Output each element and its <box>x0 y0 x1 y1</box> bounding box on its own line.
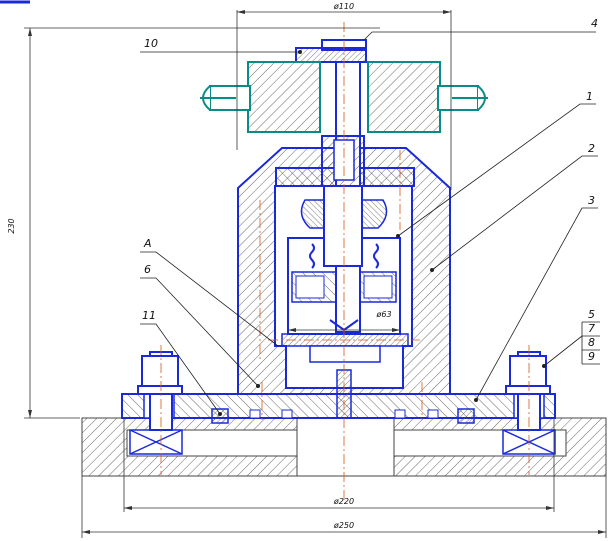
callout-8: 8 <box>588 336 595 349</box>
dim-bore-diameter-text: ø63 <box>375 310 391 319</box>
callout-10: 10 <box>144 37 158 50</box>
callout-9: 9 <box>588 350 595 363</box>
dim-height-text: 230 <box>7 218 16 233</box>
callout-4: 4 <box>591 17 598 30</box>
callout-6: 6 <box>144 263 151 276</box>
dim-bolt-circle-text: ø220 <box>333 497 354 506</box>
callout-11: 11 <box>142 309 156 322</box>
center-screw <box>295 39 367 419</box>
dim-top-diameter-text: ø110 <box>333 2 354 11</box>
dim-base-diameter: ø250 <box>81 476 607 538</box>
dim-bolt-circle: ø220 <box>123 418 555 512</box>
callout-2: 2 <box>588 142 595 155</box>
handwheel <box>200 61 488 133</box>
callout-5: 5 <box>588 308 595 321</box>
right-bolt <box>505 351 551 431</box>
callout-1: 1 <box>586 90 593 103</box>
dim-height: 230 <box>7 27 380 419</box>
view-marker-a: A <box>143 237 152 250</box>
callout-3: 3 <box>588 194 595 207</box>
dim-top-diameter: ø110 <box>236 2 452 190</box>
dim-bore-diameter: ø63 <box>288 310 400 332</box>
callout-7: 7 <box>588 322 595 335</box>
dim-base-diameter-text: ø250 <box>333 521 354 530</box>
